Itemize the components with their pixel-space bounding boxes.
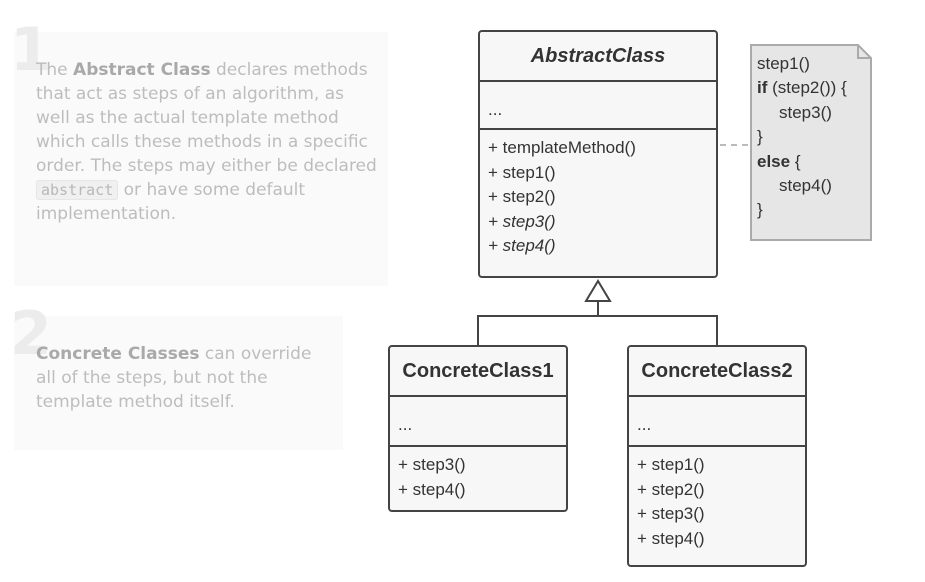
panel-number: 2 bbox=[10, 299, 52, 369]
note-text: { bbox=[790, 151, 801, 171]
note-line: if (step2()) { bbox=[757, 76, 847, 100]
text-segment: The bbox=[36, 60, 74, 80]
note-keyword: if bbox=[757, 78, 768, 98]
text-segment: declares methods that act as steps of an… bbox=[36, 60, 377, 176]
abstract-method-item: + step3() bbox=[488, 211, 556, 231]
panel-text: Concrete Classes can override all of the… bbox=[36, 342, 336, 414]
class-name: ConcreteClass2 bbox=[629, 347, 805, 397]
method-item: + step3() bbox=[398, 455, 466, 474]
method-item: + step2() bbox=[488, 187, 556, 206]
code-keyword: abstract bbox=[36, 180, 119, 200]
note-text: (step2()) { bbox=[767, 78, 847, 98]
method-item: + step1() bbox=[637, 455, 705, 474]
class-name: ConcreteClass1 bbox=[390, 347, 566, 397]
class-fields: ... bbox=[629, 397, 805, 447]
description-panel-2: 2 Concrete Classes can override all of t… bbox=[10, 304, 343, 450]
note-line: else { bbox=[757, 150, 847, 174]
note-line: step3() bbox=[757, 101, 847, 125]
class-fields: ... bbox=[480, 82, 716, 130]
note-text: step1() bbox=[757, 54, 810, 73]
note-shape-icon bbox=[750, 44, 872, 241]
concrete-class-1-box: ConcreteClass1 ... + step3() + step4() bbox=[388, 345, 568, 512]
note-line: step4() bbox=[757, 174, 847, 198]
note-line: } bbox=[757, 198, 847, 222]
method-item: + step4() bbox=[398, 479, 466, 499]
panel-number: 1 bbox=[10, 15, 52, 85]
concrete-class-2-box: ConcreteClass2 ... + step1() + step2() +… bbox=[627, 345, 807, 567]
abstract-method-item: + step4() bbox=[488, 236, 556, 255]
method-item: + step2() bbox=[637, 479, 705, 499]
note-text: } bbox=[757, 200, 763, 220]
class-methods: + step1() + step2() + step3() + step4() bbox=[629, 447, 805, 551]
abstract-class-box: AbstractClass ... + templateMethod() + s… bbox=[478, 30, 718, 278]
method-item: + step4() bbox=[637, 528, 705, 548]
note-text: step3() bbox=[779, 102, 832, 122]
method-item: + templateMethod() bbox=[488, 138, 636, 157]
note-code: step1() if (step2()) { step3() } else { … bbox=[757, 52, 847, 223]
note-line: step1() bbox=[757, 52, 847, 76]
inheritance-arrowhead-icon bbox=[584, 279, 612, 302]
method-item: + step1() bbox=[488, 162, 556, 182]
class-name: AbstractClass bbox=[480, 32, 716, 82]
description-panel-1: 1 The Abstract Class declares methods th… bbox=[10, 20, 388, 286]
template-method-note: step1() if (step2()) { step3() } else { … bbox=[750, 44, 872, 241]
bold-term: Abstract Class bbox=[73, 60, 211, 80]
text-segment: can override all of the steps, but not t… bbox=[36, 344, 312, 412]
class-methods: + step3() + step4() bbox=[390, 447, 566, 502]
text-segment: or have some default implementation. bbox=[36, 180, 306, 224]
method-item: + step3() bbox=[637, 504, 705, 523]
note-text: step4() bbox=[779, 176, 832, 196]
class-fields: ... bbox=[390, 397, 566, 447]
note-keyword: else bbox=[757, 151, 791, 171]
panel-text: The Abstract Class declares methods that… bbox=[36, 58, 380, 226]
class-methods: + templateMethod() + step1() + step2() +… bbox=[480, 130, 716, 259]
bold-term: Concrete Classes bbox=[36, 344, 200, 364]
note-text: } bbox=[757, 127, 763, 147]
note-line: } bbox=[757, 125, 847, 149]
